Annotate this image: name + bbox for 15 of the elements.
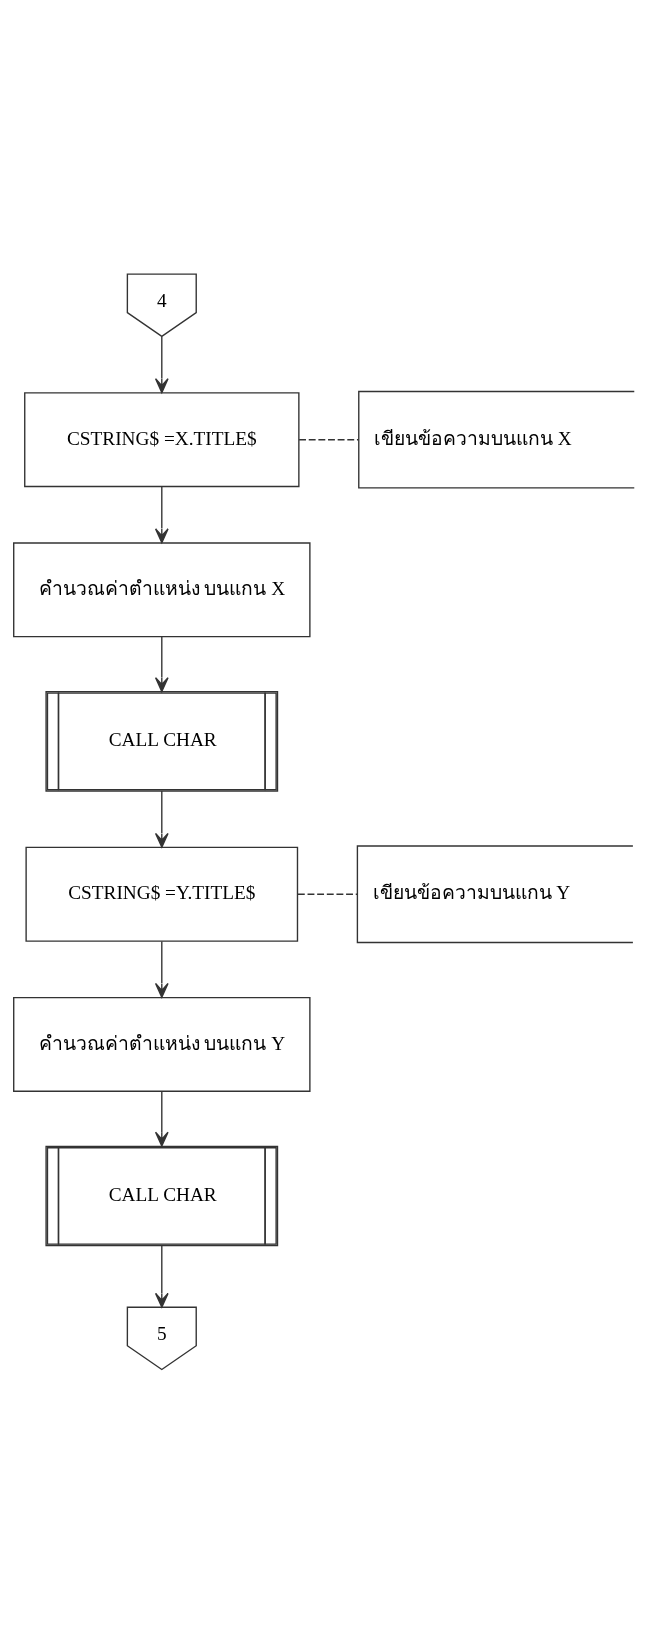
arrow: [154, 635, 169, 692]
connector: [298, 438, 360, 440]
node-box: CSTRING$ =Y.TITLE$: [25, 846, 299, 942]
arrow: [154, 335, 169, 393]
node-text: เขียนข้อความบนแกน X: [373, 427, 572, 449]
connector: [297, 893, 358, 895]
node-box: คำนวณค่าตำแหน่ง บนแกน X: [13, 541, 311, 637]
arrow: [154, 485, 169, 543]
arrow: [154, 940, 169, 998]
arrow: [154, 1244, 169, 1308]
node-box: คำนวณค่าตำแหน่ง บนแกน Y: [13, 996, 311, 1092]
arrow: [154, 789, 169, 848]
node-text: เขียนข้อความบนแกน Y: [372, 881, 571, 903]
node-box: CSTRING$ =X.TITLE$: [24, 391, 300, 487]
arrow: [154, 1090, 169, 1147]
